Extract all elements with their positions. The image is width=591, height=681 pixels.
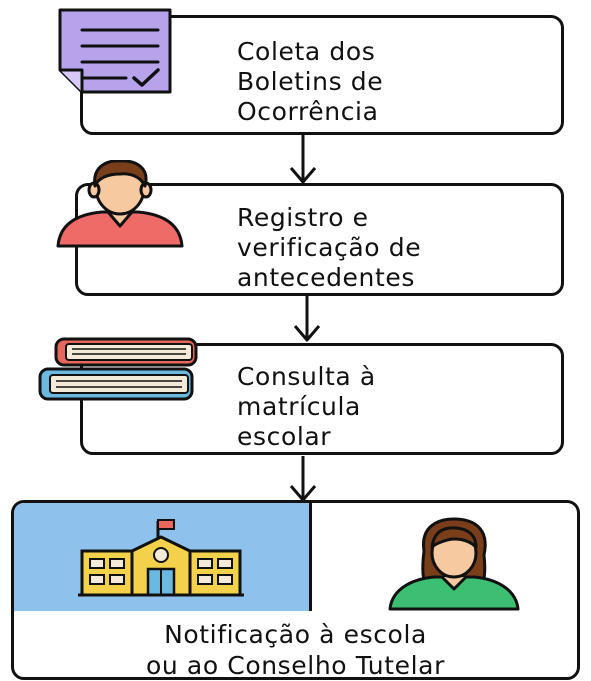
step-box-notification: Notificação à escola ou ao Conselho Tute… — [11, 500, 580, 680]
books-stack-icon — [38, 337, 198, 401]
step-label-collection: Coleta dos Boletins de Ocorrência — [237, 37, 384, 126]
document-checklist-icon — [58, 8, 172, 94]
flow-arrow-2 — [293, 296, 321, 342]
step-label-notification: Notificação à escola ou ao Conselho Tute… — [146, 620, 445, 680]
flow-arrow-1 — [289, 134, 317, 184]
school-panel — [14, 503, 312, 611]
school-building-icon — [78, 519, 244, 597]
step-label-enrollment: Consulta à matrícula escolar — [237, 362, 376, 451]
man-avatar-icon — [56, 160, 184, 248]
woman-avatar-icon — [388, 517, 520, 611]
flow-arrow-3 — [289, 456, 317, 502]
step-label-registration: Registro e verificação de antecedentes — [237, 203, 422, 292]
